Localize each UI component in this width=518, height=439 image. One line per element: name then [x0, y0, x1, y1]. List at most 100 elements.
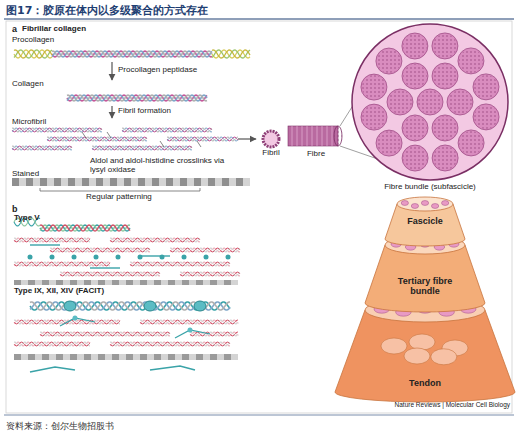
- helix-strand: [12, 146, 72, 150]
- stain-band: [70, 354, 77, 360]
- helix-strand: [14, 342, 90, 346]
- helix-strand: [140, 320, 238, 324]
- cone-section: [442, 201, 449, 206]
- helix-strand: [167, 137, 238, 141]
- structure-node: Procollagen: [12, 36, 252, 62]
- node-shape: [352, 24, 508, 180]
- helix-strand: [52, 51, 212, 57]
- fibre-texture: [403, 34, 427, 58]
- stain-band: [210, 280, 217, 285]
- decor-group: [12, 178, 250, 372]
- facit-bead: [194, 301, 206, 311]
- stain-band: [145, 178, 152, 186]
- stain-band: [103, 178, 110, 186]
- stain-band: [124, 178, 131, 186]
- stain-band: [14, 280, 21, 285]
- fibre-texture: [362, 75, 386, 99]
- cone-section: [391, 241, 401, 247]
- stain-band: [168, 280, 175, 285]
- stain-band: [91, 354, 98, 360]
- crosslink: [82, 132, 86, 138]
- fibre-stripe: [302, 126, 303, 146]
- stain-band: [91, 280, 98, 285]
- helix-strand: [110, 238, 200, 242]
- stain-band: [159, 178, 166, 186]
- cone-body: [335, 310, 515, 402]
- helix-strand: [52, 51, 212, 57]
- stain-band: [203, 354, 210, 360]
- helix-strand: [40, 225, 130, 231]
- stain-band: [152, 178, 159, 186]
- stain-band: [42, 354, 49, 360]
- node-label: Tertiary fibre bundle: [390, 276, 460, 296]
- cone-section: [401, 201, 408, 206]
- stain-band: [147, 280, 154, 285]
- node-shape: [385, 197, 465, 246]
- hierarchy-cone: Tendon: [335, 298, 515, 402]
- stain-band: [203, 280, 210, 285]
- type-v-dot: [138, 255, 143, 260]
- helix-strand: [180, 272, 240, 276]
- helix-strand: [14, 238, 90, 242]
- fibre-section: [473, 104, 499, 130]
- helix-strand: [180, 272, 240, 276]
- type-v-dot: [72, 255, 77, 260]
- stain-band: [75, 178, 82, 186]
- helix-strand: [122, 128, 212, 132]
- node-label: Tendon: [335, 378, 515, 388]
- cone-section: [374, 305, 390, 313]
- fibre-stripe: [317, 126, 318, 146]
- helix-strand: [170, 248, 240, 252]
- helix-strand: [140, 320, 238, 324]
- facit-arm: [60, 318, 95, 326]
- helix-strand: [60, 272, 160, 276]
- stain-band: [175, 280, 182, 285]
- cone-top: [365, 298, 485, 322]
- fibre-texture: [403, 64, 427, 88]
- stain-band: [140, 354, 147, 360]
- stain-band: [70, 280, 77, 285]
- stain-band: [231, 280, 238, 285]
- type-v-dot: [182, 255, 187, 260]
- stain-band: [161, 280, 168, 285]
- stain-band: [35, 280, 42, 285]
- stain-band: [222, 178, 229, 186]
- helix-strand: [212, 50, 250, 58]
- helix-strand: [40, 225, 130, 231]
- fibre-texture: [459, 131, 483, 155]
- figure-frame: [6, 21, 512, 413]
- hierarchy-cone: Fascicle: [385, 196, 465, 246]
- node-label: Fascicle: [385, 216, 465, 226]
- cone-section: [417, 305, 433, 313]
- stain-band: [112, 280, 119, 285]
- helix-strand: [110, 342, 230, 346]
- hierarchy-cone: Tertiary fibre bundle: [365, 236, 485, 312]
- fibre-section: [458, 48, 484, 74]
- stain-band: [28, 354, 35, 360]
- stain-band: [119, 280, 126, 285]
- stain-band: [63, 354, 70, 360]
- stain-band: [117, 178, 124, 186]
- stain-band: [189, 354, 196, 360]
- node-outline: [365, 236, 485, 312]
- stain-band: [126, 354, 133, 360]
- type-v-dot: [204, 255, 209, 260]
- bundle-circle: [352, 24, 508, 180]
- cone-top: [397, 197, 453, 211]
- cone-section: [411, 204, 418, 209]
- cone-section: [396, 308, 412, 316]
- helix-strand: [40, 332, 170, 336]
- stain-band: [84, 354, 91, 360]
- node-shape: [14, 50, 250, 58]
- stain-band: [224, 354, 231, 360]
- helix-strand: [190, 332, 238, 336]
- node-label: Microfibril: [12, 118, 82, 127]
- stain-band: [33, 178, 40, 186]
- stain-band: [56, 280, 63, 285]
- cone-section: [405, 244, 415, 250]
- pattern-bracket: [40, 188, 200, 191]
- stain-band: [35, 354, 42, 360]
- fibre-section: [458, 130, 484, 156]
- structure-node: Fibre: [288, 118, 344, 162]
